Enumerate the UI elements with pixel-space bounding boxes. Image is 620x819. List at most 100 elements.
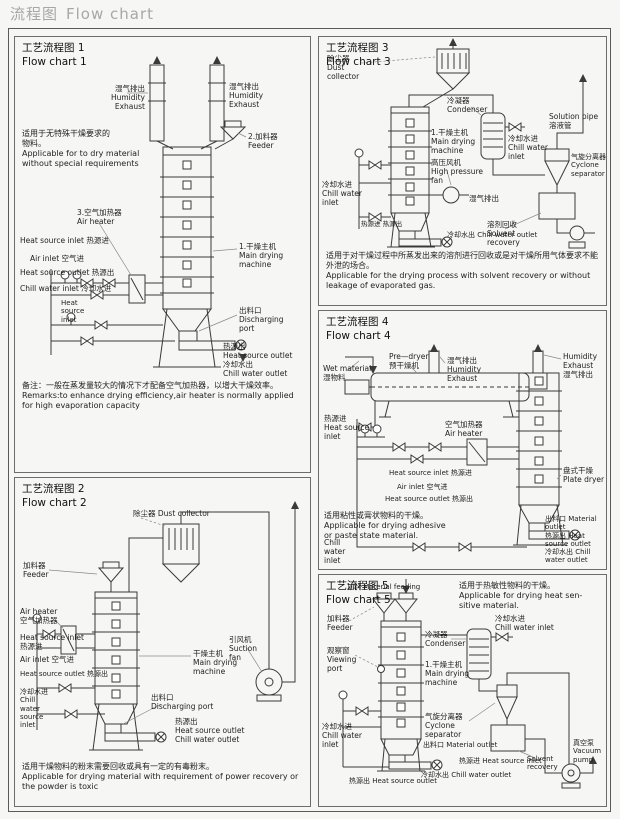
label-heat-source-outlet: Heat source outlet 热源出 [20,670,108,678]
label-chill-water-inlet-top: 冷却水进 Chill water inlet [495,614,554,632]
suction-fan [255,500,300,702]
main-drying-machine [92,591,140,705]
panel-4-diagram [344,343,581,552]
label-outlets: 热源出 Heat source outlet Chill water outle… [175,717,245,744]
label-cyclone-separator: 气旋分离器 Cyclone separator [425,712,463,739]
panel-4-title: 工艺流程图 4 Flow chart 4 [326,316,391,342]
label-heat-source: 热源进 热源出 [361,220,403,228]
vacuum-pump [561,755,598,789]
discharge-assembly [377,738,443,772]
label-heat-source-outlet: 热源出 Heat source outlet [349,777,437,785]
label-discharging-port: 出料口 Discharging port [239,306,284,333]
leader-lines [346,354,562,480]
cyclone-separator [496,672,570,764]
label-chill-water-inlet: 冷却水进 Chill water source inlet [20,688,48,729]
duct-to-collector [128,537,163,592]
solvent-recovery-tank [538,185,576,220]
panel-5-description: 适用于热敏性物料的干燥。 Applicable for drying heat … [459,581,583,610]
panel-3-title: 工艺流程图 3 Flow chart 3 [326,42,391,68]
main-drying-machine [388,106,432,214]
label-heat-source-outlet: Heat source outlet 热源出 [20,268,115,277]
air-heater [60,625,95,655]
main-drying-machine [160,146,214,310]
label-cyclone-separator: 气旋分离器 Cyclone separator [571,153,606,178]
label-material-feeding: 加料 Material feeding [347,583,421,591]
label-vacuum-pump: 真空泵 Vacuum pump [573,739,602,764]
feeder-hoppers [371,592,419,621]
label-suction-fan: 引风机 Suction fan [229,635,258,662]
pre-dryer [344,343,530,418]
discharge-assembly [153,308,248,368]
label-chill-water-left: 冷却水进 Chill water inlet [322,180,362,207]
label-heat-source-inlet: Heat source inlet 热源进 [20,633,84,651]
label-humidity-exhaust-right: 湿气排出 Humidity Exhaust [229,82,264,109]
panel-1-diagram [50,55,248,368]
air-heater [466,438,519,466]
discharge-assembly [387,212,453,248]
panel-1-description: 适用于无特殊干燥要求的 物料。 Applicable for to dry ma… [22,129,140,168]
label-solvent-recovery: Solvent recovery [527,755,558,772]
air-heater [128,274,163,304]
label-discharging-port: 出料口 Discharging port [151,693,214,711]
exhaust-stacks [148,55,226,150]
label-air-heater: 空气加热器 Air heater [445,420,483,438]
plate-dryer [516,343,562,506]
panel-5-diagram [338,579,598,789]
label-heat-source-inlet-2: Heat source inlet [61,299,85,324]
label-air-inlet: Air inlet 空气进 [30,254,85,263]
label-feeder: 加料器 Feeder [23,561,49,579]
label-feeder: 加料器 Feeder [327,614,353,632]
condenser [466,628,513,680]
label-main-drying-machine: 干燥主机 Main drying machine [193,649,238,676]
panel-1-remarks: 备注：一般在蒸发量较大的情况下才配备空气加热器，以增大干燥效率。 Remarks… [22,381,294,410]
feeder-hopper [214,120,247,150]
label-feeder: 2.加料器 Feeder [248,132,278,150]
solvent-recovery-tank [490,719,562,774]
label-chill-water-outlet: 冷却水出 Chill water outlet [421,771,512,779]
page-title-cn: 流程图 [10,5,59,23]
flow-chart-panel-1: 工艺流程图 1 Flow chart 1 湿气排出 Humidity Exhau… [14,36,311,473]
label-air-heater: Air heater 空气加热器 [20,607,58,625]
vapor-duct [408,94,494,113]
pump [556,219,595,249]
label-air-inlet: Air inlet 空气进 [20,655,75,664]
piping [338,690,389,768]
flow-chart-panel-2: 工艺流程图 2 Flow chart 2 除尘器 Dust collector … [14,477,311,807]
label-air-inlet: Air inlet 空气进 [397,483,448,491]
panel-3-diagram [354,37,595,249]
label-wet-material: Wet material 湿物料 [323,364,372,382]
label-plate-dryer: 盘式干燥 Plate dryer [563,466,605,484]
label-outlets: 热源出 Heat source outlet 冷却水出 Chill water … [223,342,293,378]
high-pressure-fan [429,186,469,204]
piping [32,613,105,730]
discharge-assembly [513,504,581,546]
label-air-heater: 3.空气加热器 Air heater [77,208,122,226]
leader-lines [348,606,534,758]
dust-collector [422,37,471,108]
label-heat-source-inlet-left: 热源进 Heat source inlet [324,414,370,441]
panel-5-title: 工艺流程图 5 Flow chart 5 [326,580,391,606]
piping [356,401,527,552]
label-heat-source-outlet: Heat source outlet 热源出 [385,495,473,503]
label-dust-collector: 除尘器 Dust collector [327,54,360,81]
panel-2-title: 工艺流程图 2 Flow chart 2 [22,483,87,509]
label-chill-water-inlet-left: 冷却水进 Chill water inlet [322,722,362,749]
panel-2-diagram [32,500,300,751]
label-heat-source-inlet: Heat source inlet 热源进 [20,236,109,245]
label-humidity-exhaust-mid: 湿气排出 Humidity Exhaust [447,356,482,383]
material-feeding-arrow [401,579,411,595]
flow-chart-panel-3: 工艺流程图 3 Flow chart 3 除尘器 Dust collector … [318,36,607,306]
panel-2-description: 适用干燥物料的粉末需要回收或具有一定的有毒粉末。 Applicable for … [22,762,299,791]
panel-4-description: 适用粘性或膏状物料的干燥。 Applicable for drying adhe… [324,511,446,540]
discharge-assembly [89,703,167,751]
label-humidity-exhaust-left: 湿气排出 Humidity Exhaust [110,84,145,111]
label-chill-water-inlet: Chill water inlet [324,538,346,565]
label-main-drying-machine: 1.干燥主机 Main drying machine [431,128,476,155]
flow-chart-panel-5: 工艺流程图 5 Flow chart 5 适用于热敏性物料的干燥。 Applic… [318,574,607,807]
feeder-hopper [97,561,125,592]
panel-3-description: 适用于对干燥过程中所蒸发出来的溶剂进行回收或是对干燥所用气体要求不能外泄的场合。… [326,251,598,290]
label-outlets: 出料口 Material outlet 热源出 Heat source outl… [545,515,597,565]
label-pre-dryer: Pre—dryer 预干燥机 [389,352,429,370]
leader-lines [48,517,263,725]
